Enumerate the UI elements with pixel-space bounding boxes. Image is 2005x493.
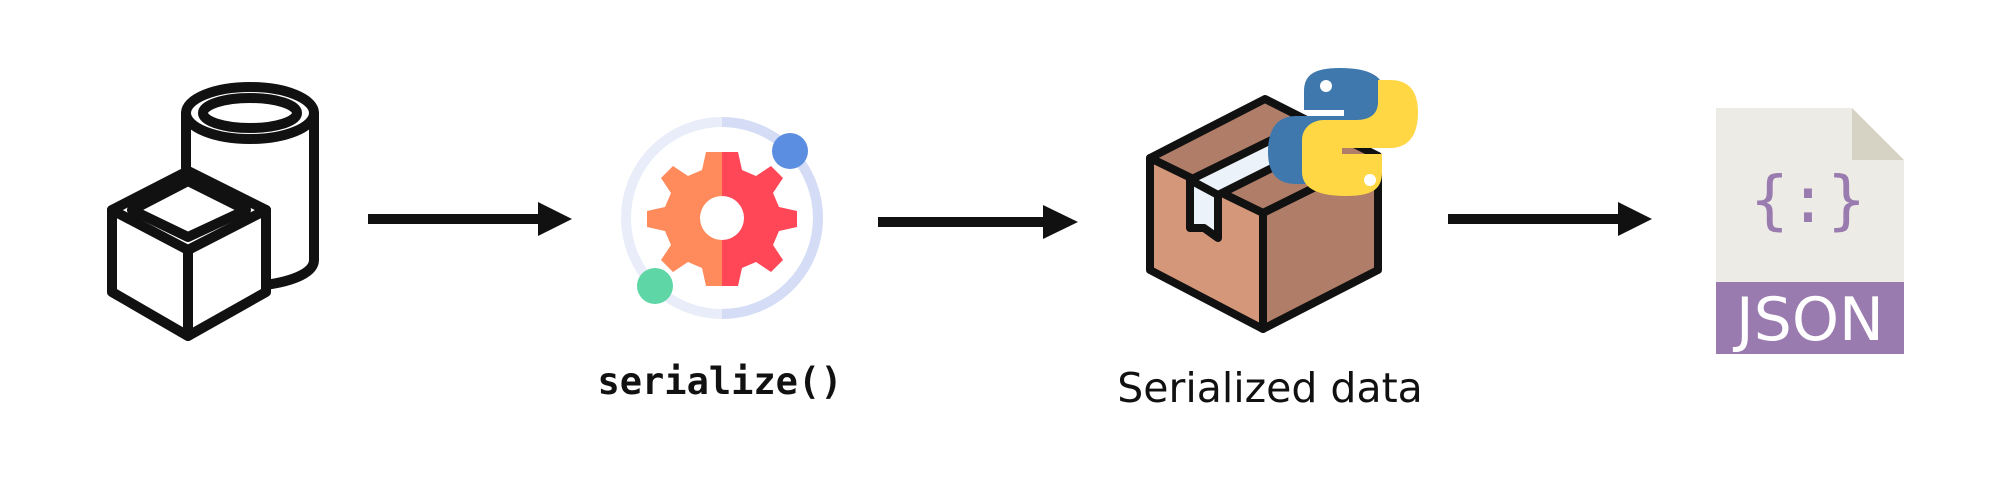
cube-icon <box>107 166 271 341</box>
objects-and-database-icon <box>107 82 319 341</box>
gear-icon <box>621 117 823 319</box>
json-file-icon: {:} JSON <box>1716 108 1904 355</box>
python-logo-icon <box>1268 68 1418 196</box>
json-file-glyph: {:} <box>1750 164 1866 238</box>
serialized-data-label: Serialized data <box>1117 364 1423 412</box>
gear-cog-icon <box>647 152 797 286</box>
python-package-box-icon <box>1146 68 1418 333</box>
green-dot-icon <box>637 268 673 304</box>
arrow-1 <box>368 202 572 236</box>
json-file-text: JSON <box>1732 285 1884 355</box>
serialize-function-label: serialize() <box>597 360 843 403</box>
blue-dot-icon <box>772 133 808 169</box>
arrow-3 <box>1448 202 1652 236</box>
arrow-2 <box>878 205 1078 239</box>
database-cylinder-icon <box>181 82 319 290</box>
